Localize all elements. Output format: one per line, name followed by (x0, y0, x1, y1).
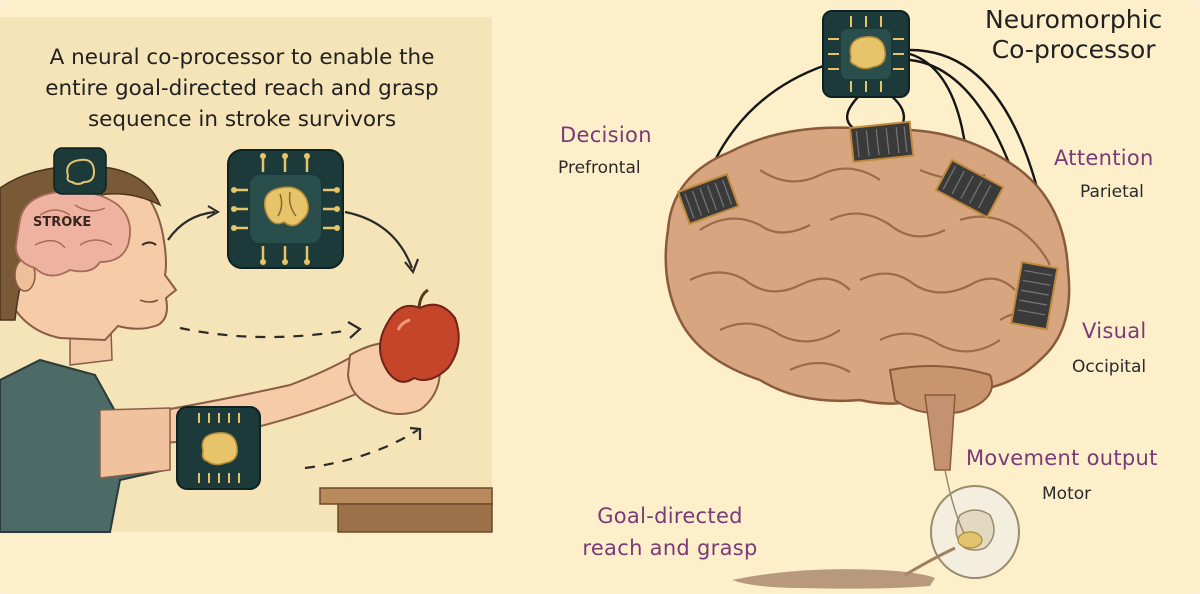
flow-arrows (167, 205, 422, 470)
goal-line-1: Goal-directed (597, 504, 743, 528)
head-chip-icon (53, 147, 107, 195)
title-line-1: Neuromorphic (985, 5, 1163, 34)
neuromorphic-chip-icon (822, 10, 910, 98)
title-line-1: A neural co-processor to enable the (49, 45, 435, 70)
coprocessor-chip-icon (227, 149, 344, 269)
goal-directed-label: Goal-directed reach and grasp (566, 500, 774, 564)
arm-illustration (732, 569, 935, 589)
spinal-cord-section (904, 469, 1020, 579)
title-line-2: Co-processor (991, 35, 1156, 64)
movement-output-label: Movement output (966, 446, 1158, 470)
attention-label: Attention (1054, 146, 1154, 170)
title-line-2: entire goal-directed reach and grasp (45, 76, 439, 101)
goal-line-2: reach and grasp (582, 536, 758, 560)
stroke-label: STROKE (33, 215, 92, 230)
apple-icon (379, 288, 460, 383)
electrode-arrays (676, 120, 1059, 331)
decision-label: Decision (560, 123, 652, 147)
motor-label: Motor (1042, 484, 1092, 504)
occipital-label: Occipital (1072, 357, 1147, 377)
right-panel-title: Neuromorphic Co-processor (985, 5, 1162, 65)
parietal-label: Parietal (1080, 182, 1144, 202)
wrist-chip-icon (176, 406, 261, 490)
left-panel-title: A neural co-processor to enable the enti… (0, 42, 484, 135)
visual-label: Visual (1082, 319, 1147, 343)
prefrontal-label: Prefrontal (558, 158, 641, 178)
title-line-3: sequence in stroke survivors (87, 107, 397, 132)
table (319, 487, 493, 533)
